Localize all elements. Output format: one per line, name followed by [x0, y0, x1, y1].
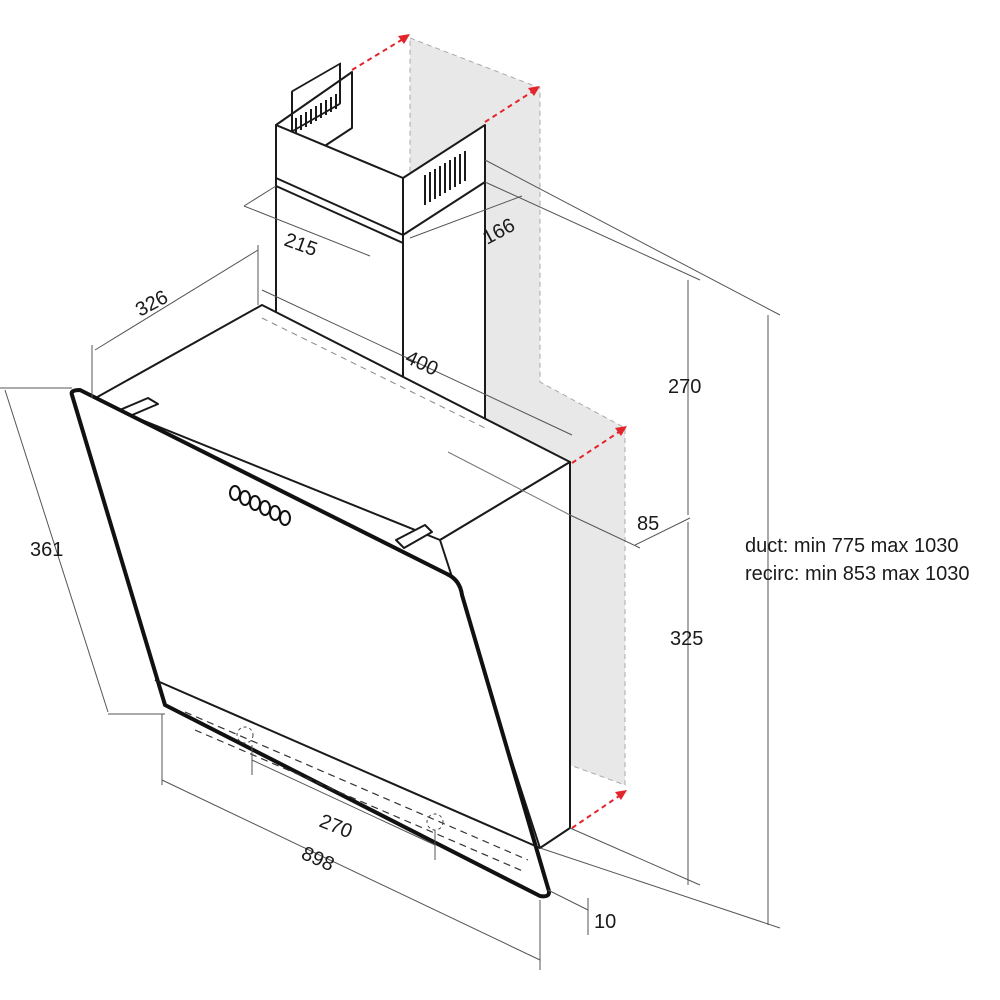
dimension-lines [0, 159, 781, 970]
dim-glass-height: 361 [30, 539, 63, 561]
note-duct: duct: min 775 max 1030 [745, 535, 958, 557]
dim-total-width: 898 [298, 842, 337, 876]
glass-panel [69, 388, 551, 899]
control-buttons [229, 485, 291, 526]
dim-body-height: 325 [670, 628, 703, 650]
dim-chimney-height: 270 [668, 376, 701, 398]
dim-spacing-inner: 270 [316, 810, 355, 843]
note-recirc: recirc: min 853 max 1030 [745, 563, 970, 585]
dim-gap-depth: 85 [637, 513, 659, 535]
wall-arrows [351, 34, 627, 829]
dim-glass-thickness: 10 [594, 911, 616, 933]
vent-grille-side [424, 151, 466, 205]
dim-body-depth: 326 [132, 286, 172, 321]
vent-grille-back [291, 62, 341, 133]
